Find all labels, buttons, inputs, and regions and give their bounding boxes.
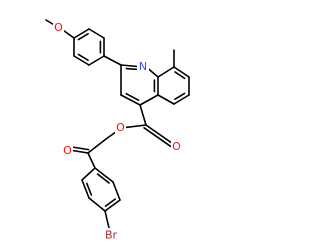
bond	[112, 181, 121, 201]
bond-ester-carbonyl-double	[143, 126, 172, 148]
bond-ester-oxygen	[124, 124, 147, 129]
label-bg	[137, 60, 149, 73]
bond	[73, 28, 90, 39]
atom-label-methoxy-oxygen: O	[54, 21, 63, 34]
double-bond-inner-line	[174, 92, 186, 101]
molecule-structure-diagram: O N O O O Br	[45, 19, 190, 242]
bond-ester-carbonyl	[145, 124, 174, 145]
bond-n1-c8a	[147, 67, 159, 78]
bond	[81, 179, 90, 199]
label-bg	[62, 144, 73, 157]
bond-aryl-quinoline	[103, 55, 122, 66]
atom-label-layer: O N O O O Br	[53, 21, 182, 242]
bond	[94, 167, 114, 183]
bond-c4-ester	[139, 104, 147, 126]
bond	[73, 55, 90, 66]
bond-ketone-carbonyl	[71, 149, 89, 154]
structure-canvas: O N O O O Br	[45, 19, 190, 242]
double-bond-inner-line	[77, 53, 89, 62]
bond-layer	[45, 19, 190, 229]
double-bond-inner-line	[96, 173, 110, 184]
atom-label-quinoline-nitrogen: N	[139, 60, 147, 73]
bond	[173, 94, 190, 105]
label-bg	[53, 21, 64, 34]
bond	[157, 66, 175, 78]
bond	[88, 197, 106, 212]
bond	[81, 167, 96, 181]
bond-ch2-ketone	[87, 138, 107, 154]
bond	[139, 94, 159, 106]
bond-aryl-bromine	[104, 210, 110, 229]
label-bg	[115, 121, 126, 134]
label-bg	[171, 140, 182, 153]
bond-oxygen-ch2	[105, 130, 118, 140]
bond	[120, 94, 141, 106]
bond-ketone-double	[72, 146, 90, 151]
bond	[88, 28, 105, 39]
atom-label-bromine: Br	[105, 229, 118, 242]
atom-label-ketone-oxygen: O	[63, 144, 72, 157]
bond-c2-n1	[120, 64, 139, 68]
bond	[104, 199, 121, 212]
label-bg	[101, 228, 121, 242]
bond	[173, 66, 190, 78]
atom-label-ester-carbonyl-oxygen: O	[172, 140, 181, 153]
double-bond-inner-line	[77, 32, 89, 41]
bond	[157, 94, 175, 105]
bond-oxygen-aryl	[62, 29, 75, 39]
double-bond-inner-line	[86, 182, 93, 196]
bond-methyl-oxygen	[45, 19, 55, 26]
double-bond-inner-line	[104, 198, 116, 207]
double-bond-inner-line	[125, 92, 140, 101]
double-bond-inner-line	[174, 71, 186, 80]
bond-ketone-aryl	[87, 152, 96, 169]
bond	[88, 55, 105, 66]
atom-label-ester-oxygen: O	[116, 121, 125, 134]
